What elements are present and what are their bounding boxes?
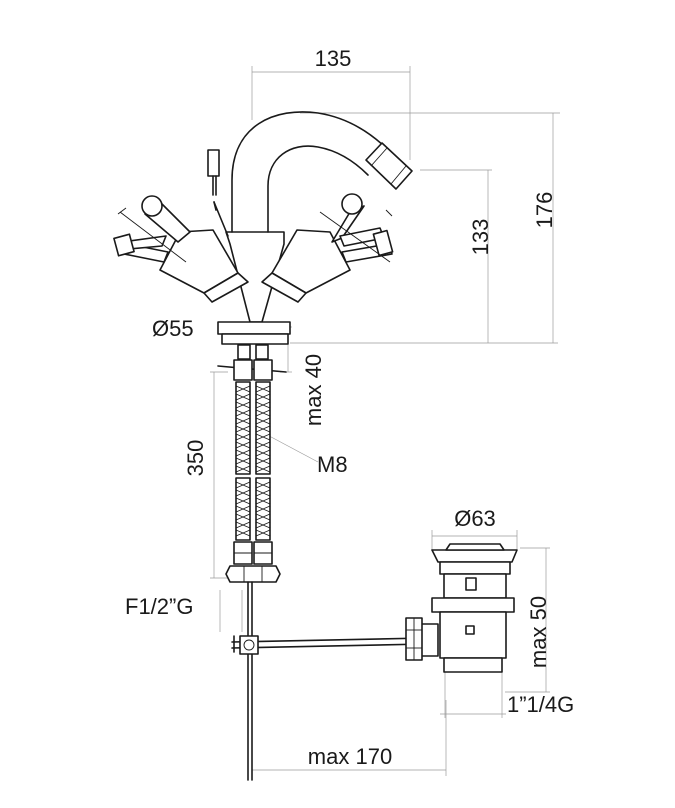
max-thickness-label: max 40 [301,354,326,426]
hose-length-label: 350 [183,440,208,477]
inlet-thread-label: F1/2”G [125,594,193,619]
waste-valve [405,543,518,673]
height-total-label: 176 [532,192,557,229]
thread-rod-label: M8 [317,452,348,477]
width-top-label: 135 [315,46,352,71]
height-spout-label: 133 [468,219,493,256]
dimension-lines [210,66,560,776]
left-handle [113,195,249,303]
base-diameter-label: Ø55 [152,316,194,341]
faucet-body [217,231,291,345]
faucet-spout [231,111,413,233]
rod-length-label: max 170 [308,744,392,769]
supply-hoses [217,344,287,583]
waste-height-label: max 50 [526,596,551,668]
waste-diameter-label: Ø63 [454,506,496,531]
right-handle [261,193,394,303]
waste-thread-label: 1”1/4G [507,692,574,717]
lift-rod [207,149,229,237]
pop-up-rod [231,581,427,781]
